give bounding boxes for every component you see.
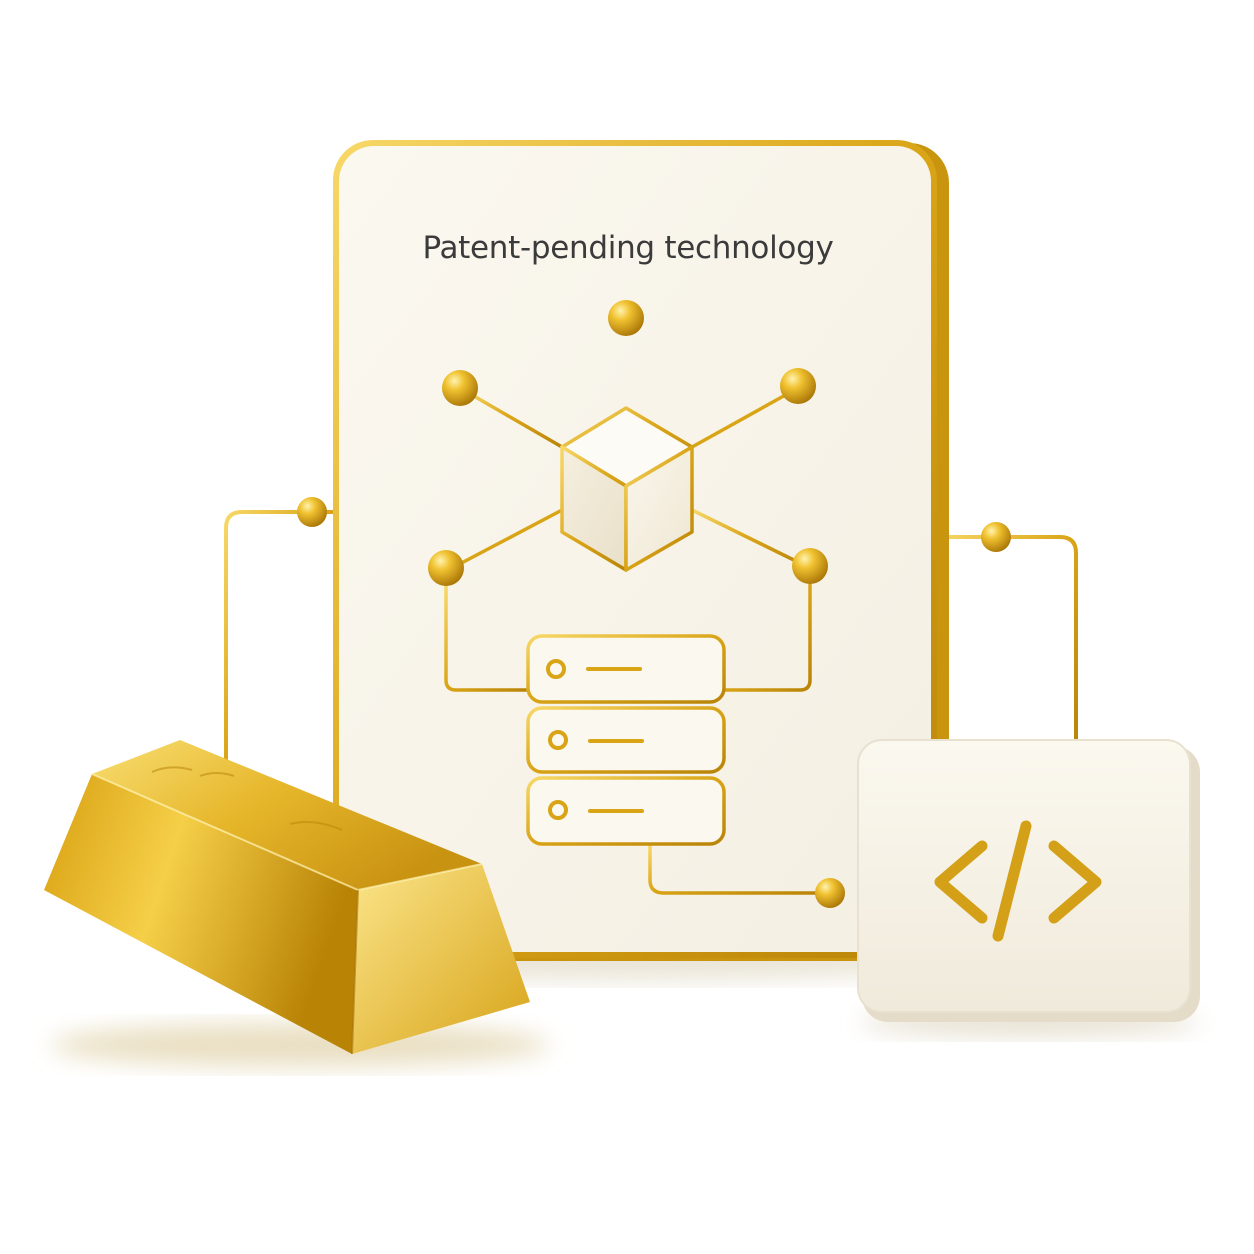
wire-left (224, 510, 336, 762)
code-brackets-icon (934, 820, 1102, 942)
panel-title: Patent-pending technology (422, 230, 833, 266)
gold-bar-top (92, 740, 482, 890)
server-stack-icon (526, 634, 726, 846)
gold-bar-front (44, 774, 358, 1054)
code-card (857, 739, 1200, 1022)
server-unit-3 (526, 776, 726, 846)
gold-bar-engraving (151, 766, 343, 831)
node-card-link (815, 878, 845, 908)
wire-right (933, 535, 1078, 747)
bar-shadow (50, 1023, 550, 1067)
server-unit-1 (526, 634, 726, 704)
node-upper-left (442, 370, 478, 406)
server-unit-2 (526, 706, 726, 774)
network-nodes (428, 300, 845, 908)
node-upper-right (780, 368, 816, 404)
gold-bar-icon (44, 740, 530, 1055)
node-top (608, 300, 644, 336)
wire-right-node (981, 522, 1011, 552)
cube-icon (560, 406, 694, 572)
wire-left-node (297, 497, 327, 527)
node-lower-left (428, 550, 464, 586)
node-lower-right (792, 548, 828, 584)
gold-bar-end (352, 864, 530, 1054)
network-lines (444, 318, 822, 895)
